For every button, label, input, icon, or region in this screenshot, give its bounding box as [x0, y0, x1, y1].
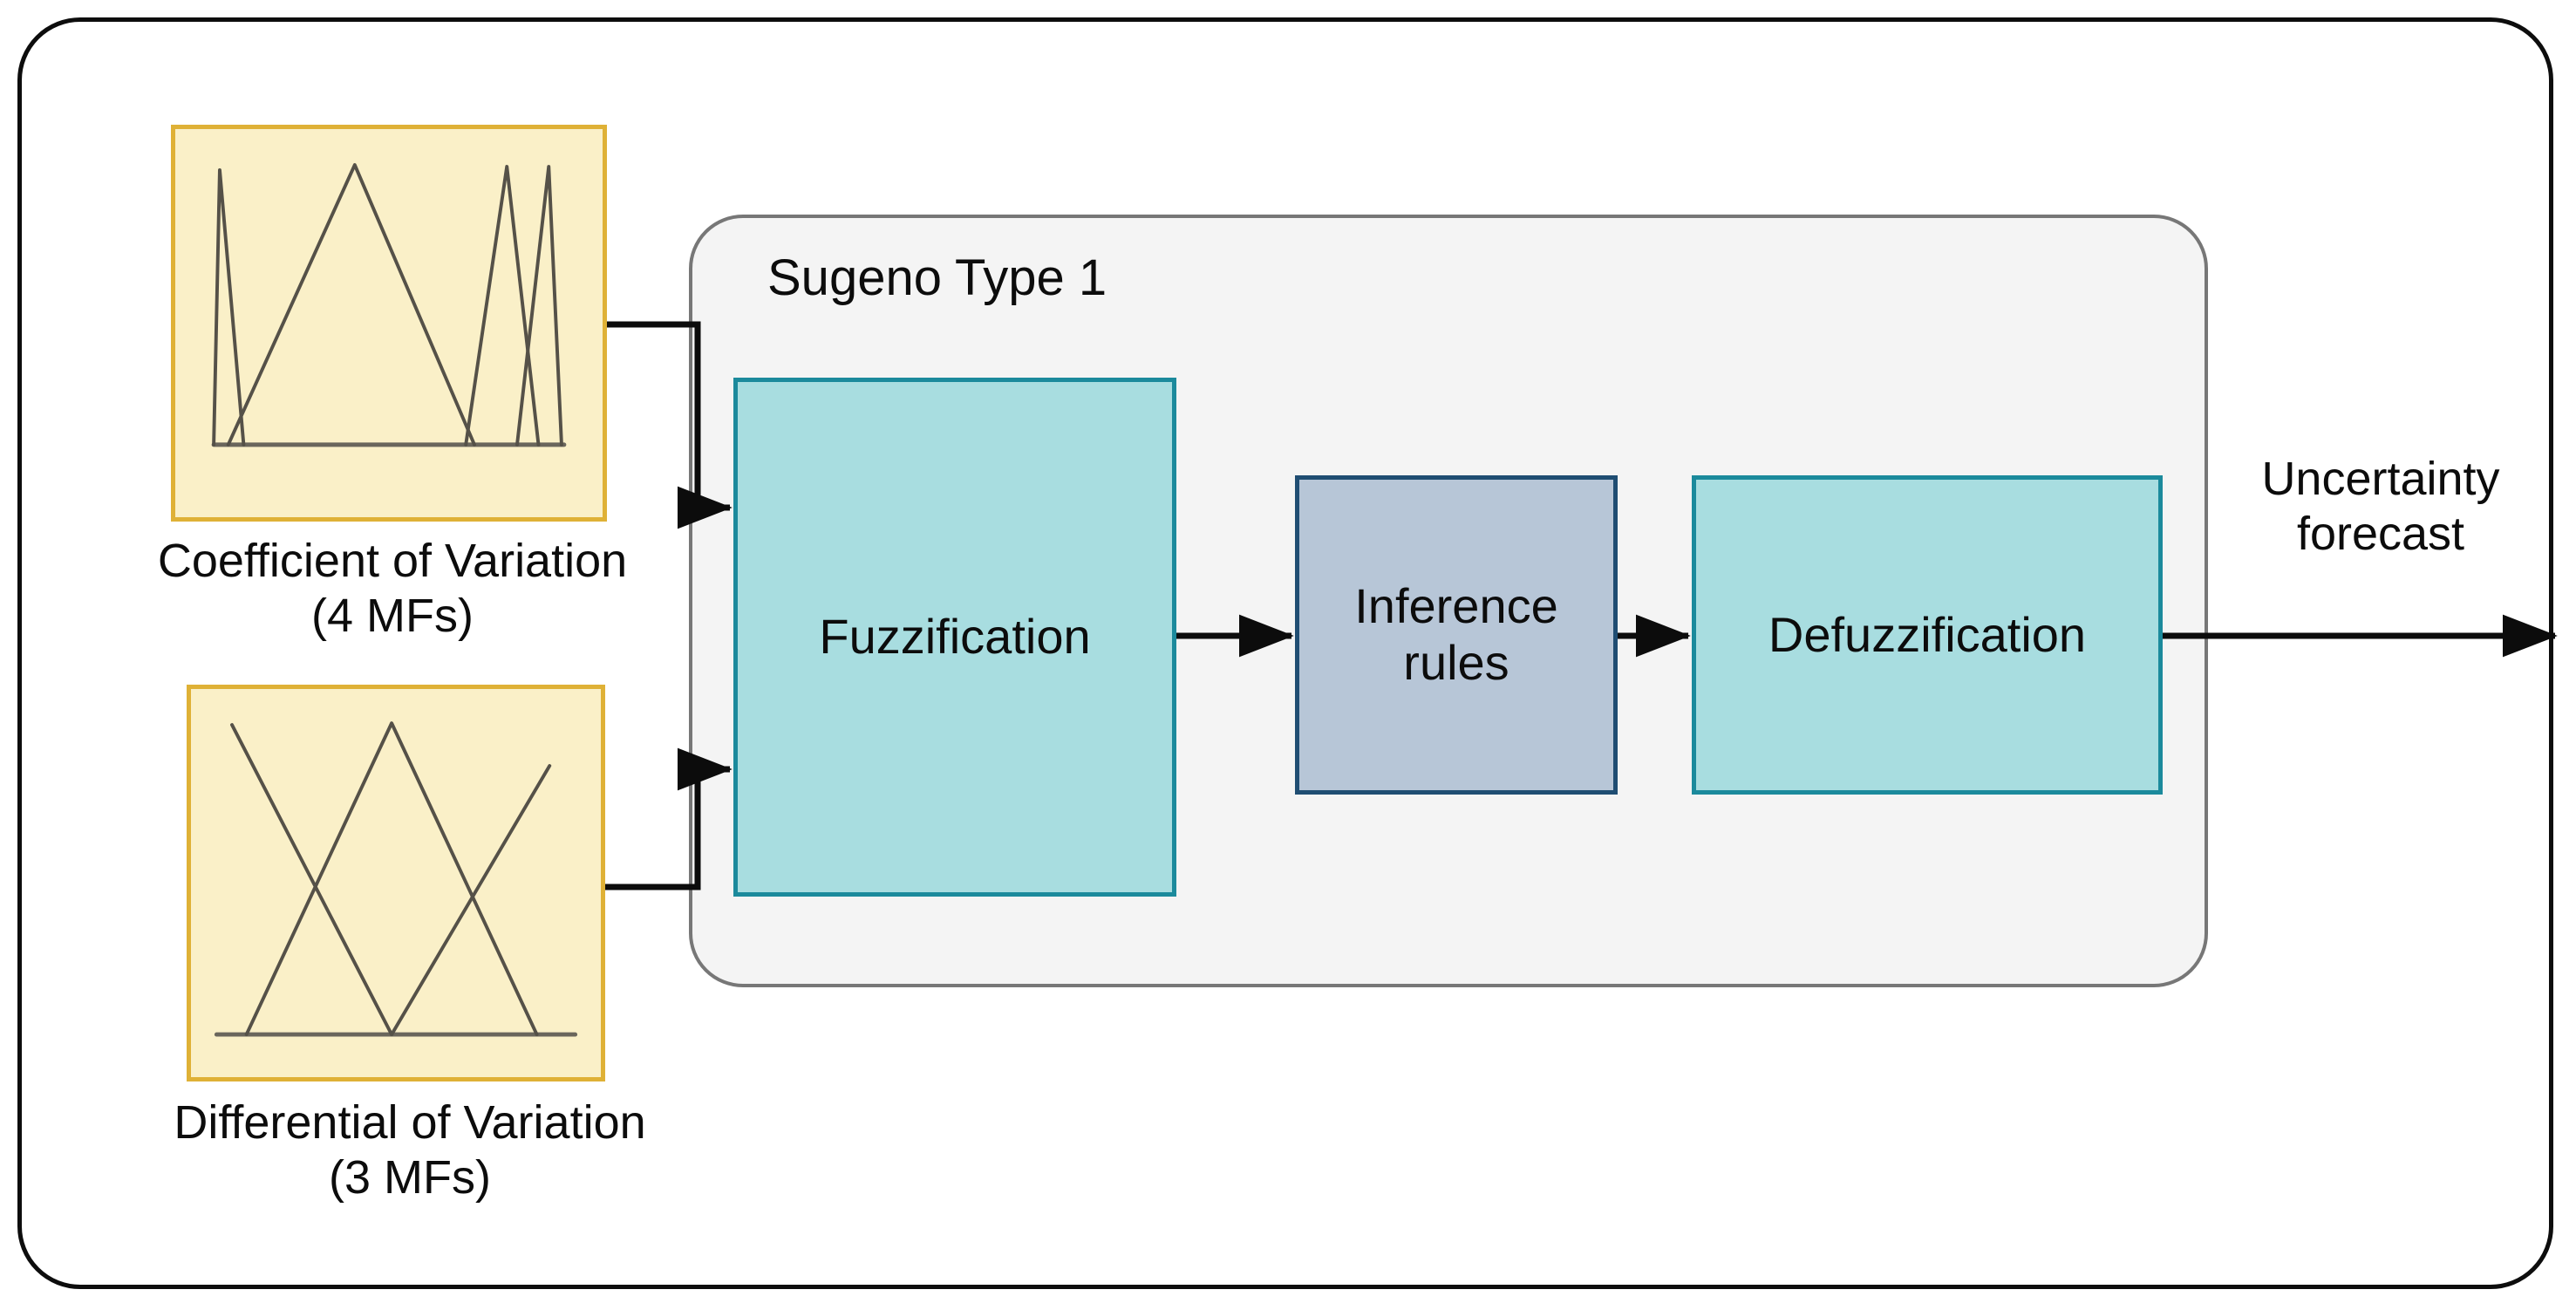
- block-fuzzification[interactable]: Fuzzification: [733, 378, 1176, 897]
- block-defuzzification[interactable]: Defuzzification: [1692, 475, 2163, 795]
- block-inference-rules[interactable]: Inference rules: [1295, 475, 1618, 795]
- sugeno-panel-title: Sugeno Type 1: [767, 249, 1107, 306]
- mf-chart-3mfs: [214, 721, 578, 1037]
- mf-caption-differential-of-variation: Differential of Variation (3 MFs): [174, 1096, 646, 1204]
- mf-chart-4mfs: [211, 163, 567, 447]
- mf-caption-coefficient-of-variation: Coefficient of Variation (4 MFs): [157, 535, 628, 643]
- mf-plot-differential-of-variation: [187, 685, 605, 1081]
- output-label-uncertainty-forecast: Uncertainty forecast: [2261, 453, 2500, 561]
- mf-plot-coefficient-of-variation: [171, 125, 607, 522]
